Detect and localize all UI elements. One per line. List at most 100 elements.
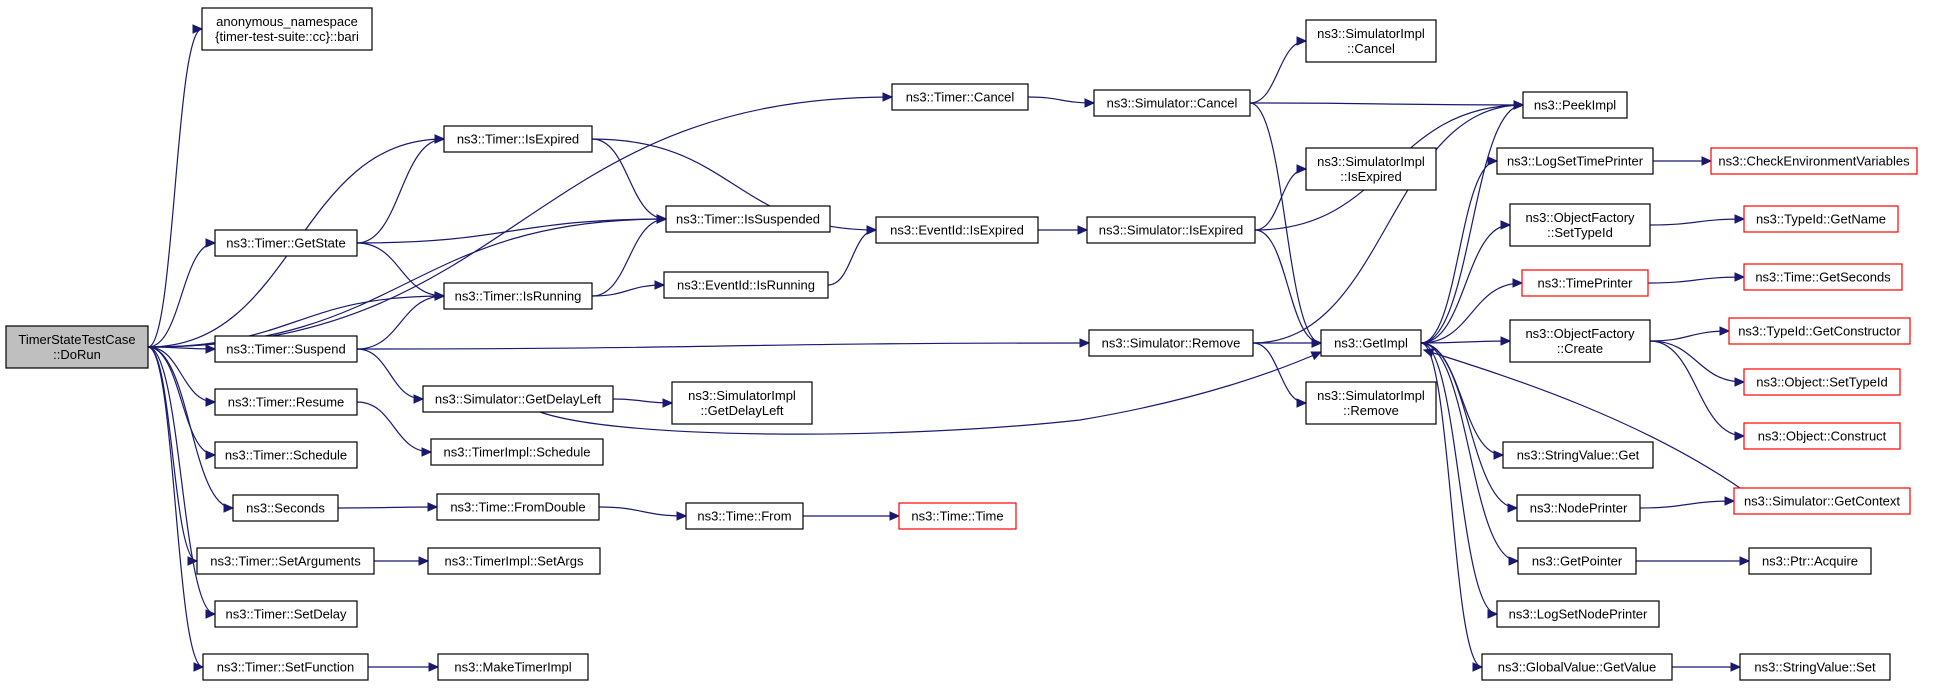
node-root[interactable]: TimerStateTestCase::DoRun — [5, 325, 149, 369]
call-edges — [147, 24, 1751, 672]
edge-time_from-to-time_time — [802, 511, 901, 521]
node-sim-cancel[interactable]: ns3::Simulator::Cancel — [1093, 89, 1251, 117]
node-ptr-acquire[interactable]: ns3::Ptr::Acquire — [1748, 547, 1872, 575]
node-timer-issuspended[interactable]: ns3::Timer::IsSuspended — [665, 205, 831, 233]
node-timer-setdelay[interactable]: ns3::Timer::SetDelay — [214, 600, 358, 628]
node-typeid-getname[interactable]: ns3::TypeId::GetName — [1743, 205, 1899, 233]
edge-getimpl-to-logsettimeprinter — [1420, 156, 1499, 344]
node-sim-remove[interactable]: ns3::Simulator::Remove — [1088, 329, 1254, 357]
node-typeid-getconstructor[interactable]: ns3::TypeId::GetConstructor — [1728, 317, 1911, 345]
node-getimpl[interactable]: ns3::GetImpl — [1320, 329, 1422, 357]
node-timer-suspend[interactable]: ns3::Timer::Suspend — [214, 335, 358, 363]
node-logsettimeprinter[interactable]: ns3::LogSetTimePrinter — [1496, 147, 1654, 175]
edge-sim_getdelayleft-to-simimpl_getdelayleft — [612, 398, 674, 408]
node-label: ns3::Timer::IsExpired — [457, 132, 579, 147]
node-sim-isexpired[interactable]: ns3::Simulator::IsExpired — [1086, 216, 1256, 244]
node-label: ns3::StringValue::Get — [1517, 448, 1640, 463]
node-simimpl-cancel[interactable]: ns3::SimulatorImpl::Cancel — [1305, 19, 1437, 63]
node-stringvalue-get[interactable]: ns3::StringValue::Get — [1502, 441, 1654, 469]
node-getpointer[interactable]: ns3::GetPointer — [1517, 547, 1637, 575]
edge-timeprinter-to-time_getseconds — [1647, 272, 1746, 284]
node-maketimerimpl[interactable]: ns3::MakeTimerImpl — [437, 653, 589, 681]
node-timeprinter[interactable]: ns3::TimePrinter — [1521, 269, 1649, 297]
node-label: ns3::Object::Construct — [1758, 429, 1887, 444]
node-timer-setarguments[interactable]: ns3::Timer::SetArguments — [196, 547, 375, 575]
edge-getimpl-to-peekimpl — [1420, 100, 1525, 344]
node-simimpl-isexpired[interactable]: ns3::SimulatorImpl::IsExpired — [1305, 147, 1437, 191]
node-time-getseconds[interactable]: ns3::Time::GetSeconds — [1743, 263, 1903, 291]
node-timer-setfunction[interactable]: ns3::Timer::SetFunction — [202, 653, 369, 681]
node-label: ns3::Time::FromDouble — [450, 500, 585, 515]
edge-of_create-to-object_settypeid — [1649, 340, 1746, 387]
node-timer-isrunning[interactable]: ns3::Timer::IsRunning — [443, 282, 593, 310]
node-of-settypeid[interactable]: ns3::ObjectFactory::SetTypeId — [1509, 203, 1651, 247]
edge-timer_suspend-to-sim_getdelayleft — [356, 348, 425, 404]
node-sim-getcontext[interactable]: ns3::Simulator::GetContext — [1733, 487, 1911, 515]
edge-timer_suspend-to-timer_isrunning — [356, 291, 446, 350]
node-timer-schedule[interactable]: ns3::Timer::Schedule — [214, 441, 358, 469]
node-simimpl-remove[interactable]: ns3::SimulatorImpl::Remove — [1305, 381, 1437, 425]
node-label: ns3::EventId::IsRunning — [677, 278, 815, 293]
edge-timer_setfunction-to-maketimerimpl — [367, 662, 440, 672]
node-timerimpl-schedule[interactable]: ns3::TimerImpl::Schedule — [430, 438, 604, 466]
node-label: TimerStateTestCase — [18, 332, 135, 347]
node-label: anonymous_namespace — [216, 14, 358, 29]
node-time-fromdouble[interactable]: ns3::Time::FromDouble — [436, 493, 600, 521]
edge-root-to-timer_setfunction — [147, 346, 205, 672]
node-timer-getstate[interactable]: ns3::Timer::GetState — [214, 229, 358, 257]
edge-timer_isexpired-to-timer_issuspended — [591, 138, 668, 224]
node-timer-isexpired[interactable]: ns3::Timer::IsExpired — [443, 125, 593, 153]
node-timerimpl-setargs[interactable]: ns3::TimerImpl::SetArgs — [427, 547, 601, 575]
node-timer-resume[interactable]: ns3::Timer::Resume — [214, 388, 358, 416]
edge-getimpl-to-of_create — [1420, 336, 1512, 346]
node-time-from[interactable]: ns3::Time::From — [685, 502, 804, 530]
node-label: ::SetTypeId — [1547, 225, 1613, 240]
edge-root-to-timer_cancel — [147, 92, 894, 348]
edge-sim_remove-to-simimpl_remove — [1252, 342, 1308, 408]
edge-sim_cancel-to-peekimpl — [1249, 100, 1525, 110]
node-object-construct[interactable]: ns3::Object::Construct — [1743, 422, 1901, 450]
node-simimpl-getdelayleft[interactable]: ns3::SimulatorImpl::GetDelayLeft — [671, 381, 813, 425]
node-label: ns3::LogSetTimePrinter — [1507, 154, 1644, 169]
node-peekimpl[interactable]: ns3::PeekImpl — [1522, 91, 1628, 119]
node-checkenv[interactable]: ns3::CheckEnvironmentVariables — [1710, 147, 1918, 175]
node-eventid-isrunning[interactable]: ns3::EventId::IsRunning — [663, 271, 829, 299]
node-label: ns3::LogSetNodePrinter — [1509, 607, 1648, 622]
node-label: ns3::TimerImpl::Schedule — [444, 445, 591, 460]
node-label: ns3::Time::From — [697, 509, 791, 524]
node-nodeprinter[interactable]: ns3::NodePrinter — [1516, 494, 1641, 522]
node-sim-getdelayleft[interactable]: ns3::Simulator::GetDelayLeft — [422, 385, 614, 413]
edge-timer_isrunning-to-eventid_isrunning — [591, 280, 666, 297]
node-label: ns3::SimulatorImpl — [1317, 388, 1425, 403]
node-label: ns3::Seconds — [246, 501, 325, 516]
node-label: ns3::Time::GetSeconds — [1755, 270, 1891, 285]
node-object-settypeid[interactable]: ns3::Object::SetTypeId — [1743, 368, 1901, 396]
node-time-time[interactable]: ns3::Time::Time — [898, 502, 1017, 530]
node-label: ns3::Timer::SetArguments — [210, 554, 361, 569]
node-label: ns3::Time::Time — [911, 509, 1003, 524]
node-label: ::Cancel — [1347, 41, 1395, 56]
node-label: ns3::GetImpl — [1334, 336, 1408, 351]
node-label: ns3::Simulator::GetDelayLeft — [435, 392, 602, 407]
function-nodes: TimerStateTestCase::DoRun anonymous_names… — [5, 7, 1918, 681]
node-label: ns3::NodePrinter — [1530, 501, 1628, 516]
edge-getimpl-to-of_settypeid — [1420, 220, 1512, 344]
node-label: ns3::Timer::IsSuspended — [676, 212, 820, 227]
node-label: ::Remove — [1343, 403, 1399, 418]
edge-getimpl-to-getpointer — [1420, 342, 1520, 566]
node-label: ns3::StringValue::Set — [1754, 660, 1876, 675]
node-seconds[interactable]: ns3::Seconds — [232, 494, 339, 522]
node-logsetnodeprinter[interactable]: ns3::LogSetNodePrinter — [1496, 600, 1660, 628]
edge-root-to-timer_setdelay — [147, 346, 217, 619]
edge-root-to-bari — [147, 24, 204, 348]
node-of-create[interactable]: ns3::ObjectFactory::Create — [1509, 319, 1651, 363]
edge-timer_isrunning-to-timer_issuspended — [591, 214, 668, 297]
node-bari[interactable]: anonymous_namespace{timer-test-suite::cc… — [201, 7, 373, 51]
node-timer-cancel[interactable]: ns3::Timer::Cancel — [891, 83, 1029, 111]
edge-timer_cancel-to-sim_cancel — [1027, 96, 1096, 108]
node-eventid-isexpired[interactable]: ns3::EventId::IsExpired — [875, 216, 1039, 244]
node-label: ns3::SimulatorImpl — [688, 388, 796, 403]
edge-eventid_isrunning-to-eventid_isexpired — [827, 225, 878, 286]
node-stringvalue-set[interactable]: ns3::StringValue::Set — [1739, 653, 1891, 681]
node-globalvalue-getvalue[interactable]: ns3::GlobalValue::GetValue — [1481, 653, 1673, 681]
